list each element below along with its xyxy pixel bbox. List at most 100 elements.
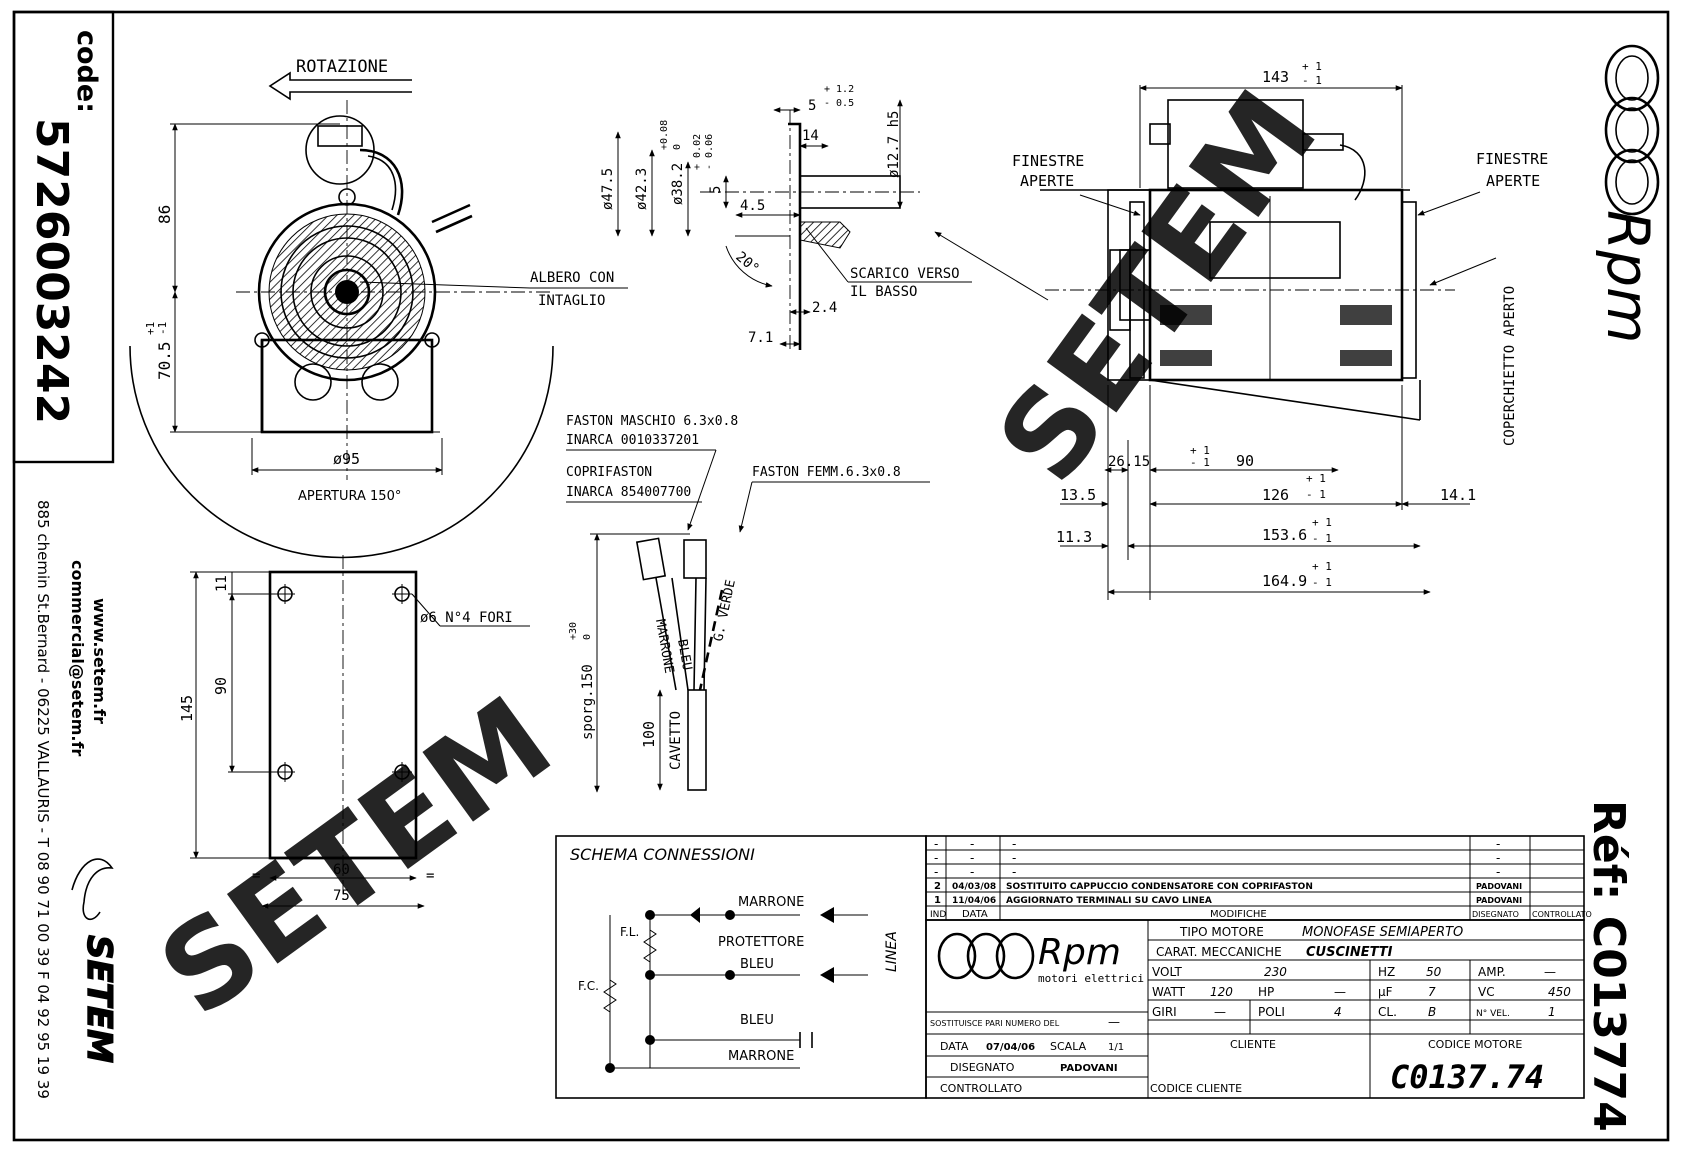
svg-text:BLEU: BLEU <box>674 638 694 671</box>
svg-text:-: - <box>1012 851 1016 865</box>
svg-text:DISEGNATO: DISEGNATO <box>1472 910 1519 919</box>
svg-text:ø47.5: ø47.5 <box>600 168 616 210</box>
svg-text:=: = <box>252 868 260 884</box>
svg-text:motori elettrici: motori elettrici <box>1038 972 1144 985</box>
svg-text:IL BASSO: IL BASSO <box>850 284 917 300</box>
sheet-border <box>12 10 1670 1142</box>
svg-text:+ 1: + 1 <box>1306 472 1326 485</box>
svg-text:4: 4 <box>1334 1005 1342 1019</box>
svg-text:2: 2 <box>934 881 941 892</box>
svg-text:N° VEL.: N° VEL. <box>1476 1009 1510 1019</box>
svg-text:CONTROLLATO: CONTROLLATO <box>940 1082 1022 1095</box>
svg-text:SOSTITUISCE PARI NUMERO DEL: SOSTITUISCE PARI NUMERO DEL <box>930 1019 1060 1028</box>
svg-text:1: 1 <box>934 895 941 906</box>
dim-86: 86 <box>155 205 174 224</box>
svg-text:-1: -1 <box>156 322 169 335</box>
svg-text:SCALA: SCALA <box>1050 1040 1087 1053</box>
svg-text:120: 120 <box>1210 985 1233 999</box>
svg-text:LINEA: LINEA <box>884 931 900 972</box>
svg-text:7: 7 <box>1428 985 1436 999</box>
svg-text:-: - <box>1012 837 1016 851</box>
svg-text:CARAT. MECCANICHE: CARAT. MECCANICHE <box>1156 945 1282 959</box>
svg-text:+ 1: + 1 <box>1312 516 1332 529</box>
svg-text:1: 1 <box>1548 1005 1556 1019</box>
svg-text:90: 90 <box>212 677 230 695</box>
svg-text:+ 1.2: + 1.2 <box>824 84 854 95</box>
svg-text:SETEM: SETEM <box>971 66 1344 506</box>
contact-address: 885 chemin St.Bernard - 06225 VALLAURIS … <box>34 500 52 1099</box>
svg-text:IND: IND <box>930 910 946 920</box>
svg-text:11: 11 <box>214 575 230 592</box>
svg-text:DATA: DATA <box>962 909 988 920</box>
svg-text:FINESTRE: FINESTRE <box>1012 152 1084 170</box>
svg-text:+ 0.02: + 0.02 <box>692 134 703 170</box>
svg-text:153.6: 153.6 <box>1262 526 1307 544</box>
svg-text:-: - <box>934 837 938 851</box>
svg-text:BLEU: BLEU <box>740 957 774 972</box>
svg-text:+ 1: + 1 <box>1190 444 1210 457</box>
svg-text:+1: +1 <box>144 322 157 335</box>
svg-text:- 1: - 1 <box>1190 456 1210 469</box>
svg-text:TIPO MOTORE: TIPO MOTORE <box>1179 925 1264 939</box>
svg-text:ø6 N°4 FORI: ø6 N°4 FORI <box>420 610 513 626</box>
svg-text:Rpm: Rpm <box>1038 932 1121 973</box>
rotation-arrow-icon <box>268 71 412 101</box>
svg-text:145: 145 <box>178 695 196 722</box>
ref-code: Réf: C013774 <box>1583 800 1634 1132</box>
svg-text:04/03/08: 04/03/08 <box>952 882 996 892</box>
svg-text:F.C.: F.C. <box>578 979 599 993</box>
setem-swoosh-icon <box>71 858 114 921</box>
setem-logo-text: SETEM <box>79 935 119 1063</box>
svg-text:DATA: DATA <box>940 1040 969 1053</box>
contact-email: commercial@setem.fr <box>68 560 87 756</box>
svg-text:- 1: - 1 <box>1312 532 1332 545</box>
svg-text:-: - <box>1496 851 1500 865</box>
shaft-detail: ø47.5 ø42.3 ø38.2 +0.08 0 5 + 0.02 - 0.0… <box>600 84 1049 350</box>
svg-text:-: - <box>970 865 974 879</box>
rotation-label: ROTAZIONE <box>296 57 388 77</box>
svg-text:FASTON MASCHIO 6.3x0.8: FASTON MASCHIO 6.3x0.8 <box>566 414 738 429</box>
svg-text:µF: µF <box>1378 985 1393 999</box>
connection-schema: SCHEMA CONNESSIONI MARRONE PROTETTORE BL… <box>555 835 927 1099</box>
svg-text:-: - <box>934 865 938 879</box>
svg-text:-: - <box>1496 865 1500 879</box>
svg-text:50: 50 <box>1426 965 1442 979</box>
svg-text:F.L.: F.L. <box>620 925 639 939</box>
svg-text:DISEGNATO: DISEGNATO <box>950 1061 1015 1074</box>
svg-text:AMP.: AMP. <box>1478 965 1506 979</box>
svg-text:100: 100 <box>640 721 658 748</box>
svg-text:VOLT: VOLT <box>1152 965 1182 979</box>
svg-text:- 1: - 1 <box>1302 74 1322 87</box>
svg-text:450: 450 <box>1548 985 1571 999</box>
motor-code: C0137.74 <box>1390 1058 1544 1096</box>
svg-text:PROTETTORE: PROTETTORE <box>718 935 804 950</box>
svg-text:APERTE: APERTE <box>1486 172 1540 190</box>
svg-text:+30: +30 <box>568 622 579 640</box>
code-number: 5726003242 <box>26 118 77 424</box>
svg-text:CAVETTO: CAVETTO <box>668 711 684 770</box>
side-view: 143 + 1 - 1 FINESTRE APERTE FINESTRE APE… <box>1012 60 1548 600</box>
svg-text:164.9: 164.9 <box>1262 572 1307 590</box>
dim-95: ø95 <box>333 450 360 468</box>
svg-text:ø42.3: ø42.3 <box>634 168 650 210</box>
svg-text:-: - <box>1012 865 1016 879</box>
contact-website: www.setem.fr <box>90 598 109 724</box>
svg-text:FINESTRE: FINESTRE <box>1476 150 1548 168</box>
shaft-note-2: INTAGLIO <box>538 293 605 309</box>
svg-text:07/04/06: 07/04/06 <box>986 1042 1035 1053</box>
svg-text:0: 0 <box>672 144 683 150</box>
svg-text:126: 126 <box>1262 486 1289 504</box>
svg-text:CUSCINETTI: CUSCINETTI <box>1306 945 1393 960</box>
revision-table: - - - - - - - - - - - - 2 04/03/08 SOSTI… <box>925 835 1592 921</box>
svg-text:BLEU: BLEU <box>740 1013 774 1028</box>
title-block: Rpm motori elettrici TIPO MOTORE MONOFAS… <box>925 919 1585 1099</box>
svg-text:7.1: 7.1 <box>748 330 773 346</box>
svg-text:14.1: 14.1 <box>1440 486 1476 504</box>
svg-text:SCARICO VERSO: SCARICO VERSO <box>850 266 960 282</box>
svg-text:+ 1: + 1 <box>1312 560 1332 573</box>
code-panel: code: 5726003242 <box>12 10 115 464</box>
dim-70-5: 70.5 <box>155 341 174 380</box>
svg-text:14: 14 <box>802 128 819 144</box>
svg-text:13.5: 13.5 <box>1060 486 1096 504</box>
